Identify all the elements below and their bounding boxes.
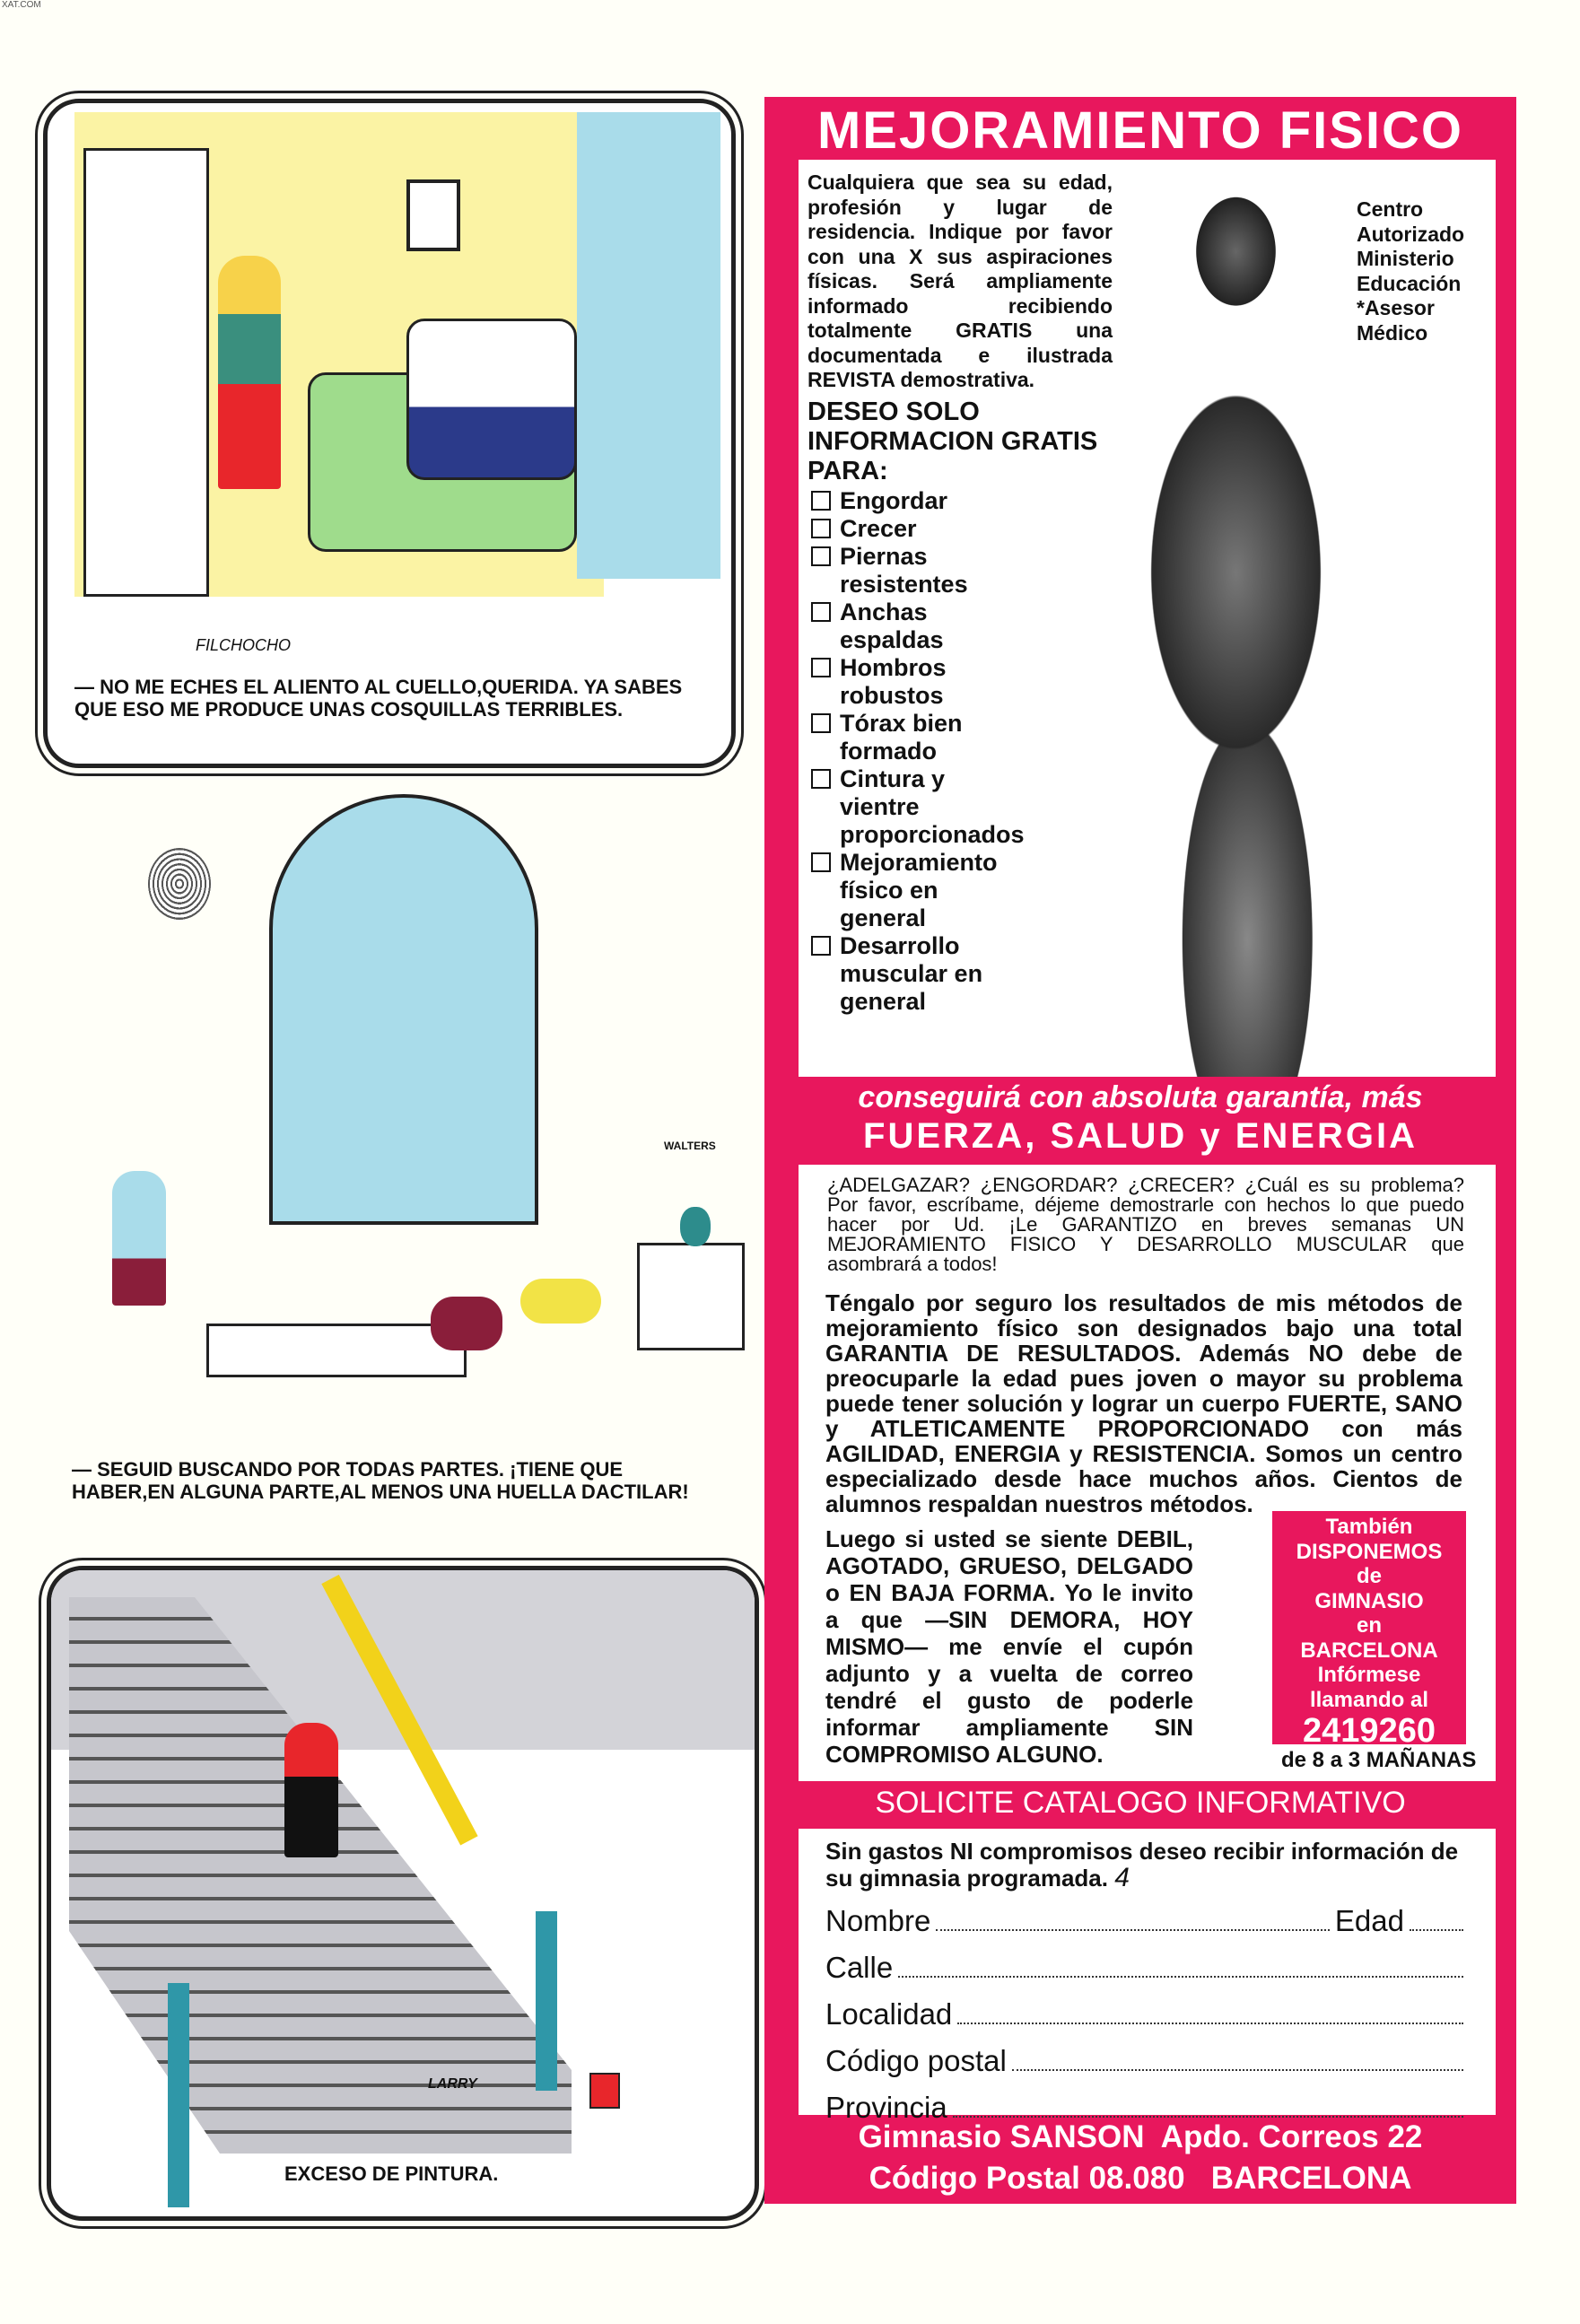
paint-can	[589, 2073, 620, 2109]
checkbox[interactable]	[811, 936, 831, 956]
options-list: Engordar Crecer Piernas resistentes Anch…	[811, 487, 1025, 1016]
detective-figure	[112, 1171, 166, 1306]
blue-wall	[577, 112, 720, 579]
provincia-input[interactable]	[952, 2116, 1463, 2118]
footer-address-1: Gimnasio SANSON Apdo. Correos 22	[858, 2119, 1423, 2154]
band-line-1: conseguirá con absoluta garantía, más	[858, 1080, 1423, 1114]
edad-input[interactable]	[1410, 1929, 1463, 1931]
advertisement: MEJORAMIENTO FISICO Cualquiera que sea s…	[764, 97, 1516, 2204]
gym-info-box: También DISPONEMOS de GIMNASIO en BARCEL…	[1272, 1511, 1466, 1750]
option-espaldas[interactable]: Anchas espaldas	[811, 598, 1000, 654]
picture-frame	[406, 179, 460, 251]
watermark: XAT.COM	[2, 0, 41, 10]
option-mejoramiento[interactable]: Mejoramiento físico en general	[811, 849, 1000, 932]
paragraph-1: ¿ADELGAZAR? ¿ENGORDAR? ¿CRECER? ¿Cuál es…	[827, 1174, 1464, 1275]
checkbox[interactable]	[811, 852, 831, 872]
option-cintura[interactable]: Cintura y vientre proporcionados	[811, 765, 1025, 849]
newel-post	[168, 1983, 189, 2207]
ad-side-note: Centro Autorizado Ministerio Educación *…	[1357, 197, 1465, 345]
paragraph-2: Téngalo por seguro los resultados de mis…	[825, 1289, 1462, 1517]
option-engordar[interactable]: Engordar	[811, 487, 1000, 515]
checkbox[interactable]	[811, 658, 831, 677]
handwritten-mark: 4	[1114, 1863, 1130, 1892]
form-intro: Sin gastos NI compromisos deseo recibir …	[825, 1838, 1459, 1892]
checkbox[interactable]	[811, 546, 831, 566]
request-heading: DESEO SOLO INFORMACION GRATIS PARA:	[807, 398, 1098, 485]
option-piernas[interactable]: Piernas resistentes	[811, 543, 1000, 598]
checkbox[interactable]	[811, 769, 831, 789]
request-form: Sin gastos NI compromisos deseo recibir …	[799, 1829, 1496, 2124]
band-line-2: FUERZA, SALUD y ENERGIA	[863, 1116, 1418, 1156]
comic-signature-3: LARRY	[428, 2076, 477, 2092]
comic-signature-1: FILCHOCHO	[196, 636, 292, 654]
ad-top-box: Cualquiera que sea su edad, profesión y …	[799, 160, 1496, 1077]
comic-panel-2: WALTERS	[36, 794, 754, 1440]
detective-figure	[431, 1297, 502, 1350]
comic-caption-3: EXCESO DE PINTURA.	[284, 2162, 499, 2185]
option-hombros[interactable]: Hombros robustos	[811, 654, 1000, 710]
checkbox[interactable]	[811, 491, 831, 511]
painter-figure	[284, 1723, 338, 1857]
table	[206, 1324, 467, 1377]
newel-post	[536, 1911, 557, 2091]
man-reading	[406, 319, 577, 480]
ad-intro: Cualquiera que sea su edad, profesión y …	[807, 170, 1113, 391]
calle-input[interactable]	[898, 1976, 1463, 1978]
field-codigo-postal[interactable]: Código postal	[825, 2031, 1469, 2078]
arch-doorway	[269, 794, 538, 1225]
gym-hours: de 8 a 3 MAÑANAS	[1281, 1748, 1477, 1772]
option-crecer[interactable]: Crecer	[811, 515, 1000, 543]
bodybuilder-photo	[1122, 160, 1350, 1077]
option-torax[interactable]: Tórax bien formado	[811, 710, 1000, 765]
detective-figure	[520, 1279, 601, 1324]
nombre-input[interactable]	[936, 1929, 1330, 1931]
gym-phone: 2419260	[1303, 1712, 1436, 1750]
comic-signature-2: WALTERS	[664, 1140, 716, 1152]
checkbox[interactable]	[811, 602, 831, 622]
woman-figure	[218, 256, 281, 489]
comic-caption-1: — NO ME ECHES EL ALIENTO AL CUELLO,QUERI…	[74, 676, 683, 721]
paragraph-3: Luego si usted se siente DEBIL, AGOTADO,…	[825, 1525, 1193, 1768]
cabinet	[637, 1243, 745, 1350]
field-localidad[interactable]: Localidad	[825, 1985, 1469, 2031]
field-provincia[interactable]: Provincia	[825, 2078, 1469, 2125]
ad-title: MEJORAMIENTO FISICO	[816, 101, 1464, 160]
comic-caption-2: — SEGUID BUSCANDO POR TODAS PARTES. ¡TIE…	[72, 1458, 689, 1503]
option-desarrollo[interactable]: Desarrollo muscular en general	[811, 932, 1000, 1016]
comic-panel-3: LARRY EXCESO DE PINTURA.	[39, 1558, 767, 2229]
cp-input[interactable]	[1011, 2069, 1463, 2071]
door-frame	[83, 148, 209, 597]
footer-address-2: Código Postal 08.080 BARCELONA	[869, 2161, 1412, 2196]
checkbox[interactable]	[811, 519, 831, 538]
catalog-title: SOLICITE CATALOGO INFORMATIVO	[875, 1786, 1406, 1820]
vase	[680, 1207, 711, 1246]
field-calle[interactable]: Calle	[825, 1938, 1469, 1985]
checkbox[interactable]	[811, 713, 831, 733]
ad-middle-box: ¿ADELGAZAR? ¿ENGORDAR? ¿CRECER? ¿Cuál es…	[799, 1165, 1496, 1781]
comic-panel-1: FILCHOCHO — NO ME ECHES EL ALIENTO AL CU…	[35, 91, 744, 776]
fingerprint-icon	[148, 848, 211, 920]
localidad-input[interactable]	[957, 2023, 1463, 2024]
